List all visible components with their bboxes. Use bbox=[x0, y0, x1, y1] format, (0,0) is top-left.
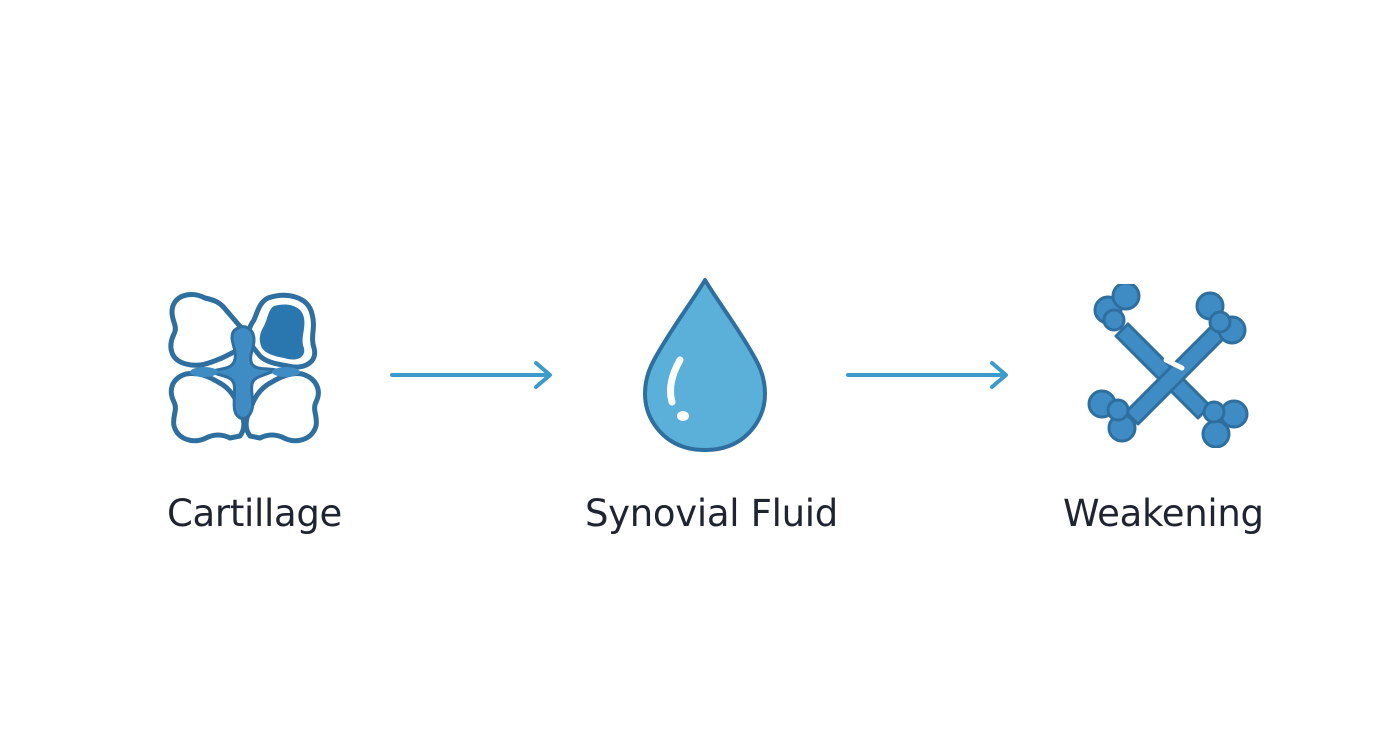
weakening-step bbox=[1086, 281, 1250, 449]
water-drop-icon bbox=[643, 278, 767, 452]
cartilage-label: Cartillage bbox=[167, 492, 342, 535]
arrow-right-icon bbox=[846, 361, 1008, 389]
crossed-bones-icon bbox=[1087, 281, 1249, 449]
cartilage-step bbox=[160, 288, 330, 448]
synovial-fluid-step bbox=[640, 276, 770, 456]
synovial-fluid-label: Synovial Fluid bbox=[585, 492, 838, 535]
cartilage-joint-icon bbox=[168, 292, 321, 444]
weakening-label: Weakening bbox=[1063, 492, 1264, 535]
arrow-right-icon bbox=[390, 361, 552, 389]
